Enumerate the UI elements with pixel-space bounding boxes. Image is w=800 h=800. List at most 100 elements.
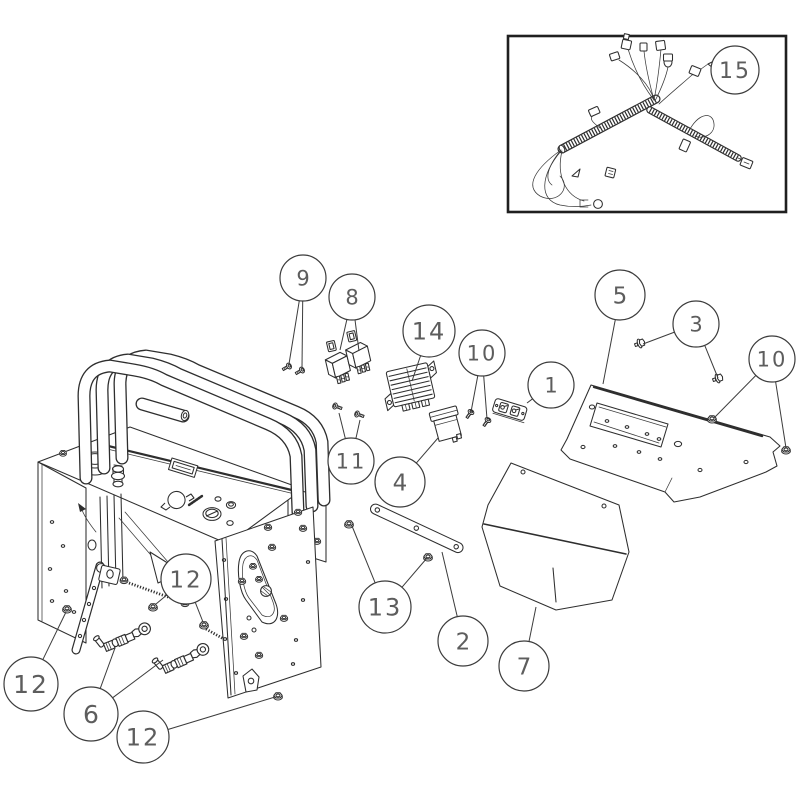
right-front-panel (214, 506, 322, 699)
part-connector (428, 405, 463, 443)
leader-line-c11 (338, 412, 346, 439)
callout-circle (3, 656, 59, 712)
callout-circle (498, 640, 550, 692)
callout-number: 11 (336, 450, 367, 474)
part-switch (492, 398, 528, 424)
leader-line-c13 (351, 525, 376, 584)
callout-number: 6 (83, 700, 99, 729)
callout-number: 12 (169, 567, 202, 593)
leader-line-c8 (354, 319, 360, 352)
callout-circle (328, 273, 376, 321)
callout-circle (710, 45, 760, 95)
leader-line-c2 (441, 551, 458, 617)
callout-c4: 4 (374, 456, 426, 508)
part-bolts-3 (632, 336, 725, 386)
callout-circle (327, 437, 375, 485)
callout-circle (116, 710, 170, 764)
ignition-switch (202, 507, 222, 521)
part-strip (370, 503, 464, 554)
leader-line-c5 (602, 319, 616, 385)
callout-number: 4 (393, 470, 408, 496)
leader-line-c4 (415, 437, 439, 464)
callout-number: 2 (456, 629, 471, 655)
callout-circle (672, 300, 720, 348)
leader-line-c11 (355, 419, 361, 439)
callout-circle (160, 553, 212, 605)
callout-number: 10 (757, 348, 788, 372)
callout-circle (279, 254, 327, 302)
callout-number: 9 (296, 267, 309, 291)
part-bracket (560, 384, 781, 503)
leader-line-c12c (167, 696, 276, 730)
leader-line-c6 (99, 647, 116, 689)
leader-line-c12a (155, 594, 168, 605)
leader-line-c10b (713, 375, 757, 419)
leader-line-c3 (642, 331, 675, 345)
leader-line-c10a (483, 375, 488, 420)
leader-line-c13 (401, 557, 428, 588)
part-screws-11 (331, 401, 366, 420)
callout-circle (527, 361, 575, 409)
leader-line-c14 (411, 355, 422, 382)
callout-c13: 13 (358, 580, 412, 634)
callout-circle (63, 686, 119, 742)
leader-line-c6 (112, 659, 164, 699)
part-regulator (384, 360, 437, 412)
left-panel (37, 461, 87, 644)
callout-c14: 14 (402, 304, 456, 358)
callout-number: 12 (13, 670, 49, 699)
callout-circle (374, 456, 426, 508)
callout-c10b: 10 (748, 335, 796, 383)
callout-circle (437, 615, 489, 667)
leader-line-c1 (526, 398, 533, 404)
data-plate (167, 457, 199, 478)
part-screws-10 (463, 407, 493, 429)
callout-c12c: 12 (116, 710, 170, 764)
leader-line-c12b (42, 611, 67, 660)
callout-c12b: 12 (3, 656, 59, 712)
leader-line-c7 (528, 606, 537, 642)
part-linkage-rods (91, 614, 212, 678)
leader-line-c3 (704, 345, 719, 379)
callout-number: 14 (412, 318, 447, 346)
callout-number: 10 (467, 342, 498, 366)
callout-number: 3 (689, 313, 702, 337)
callout-c11: 11 (327, 437, 375, 485)
main-assembly-part (37, 349, 331, 701)
leader-line-c10b (775, 381, 787, 449)
leader-line-c9 (301, 300, 304, 369)
callout-number: 8 (345, 286, 358, 310)
cable-clamp (160, 490, 204, 511)
callout-circle (748, 335, 796, 383)
callout-c12a: 12 (160, 553, 212, 605)
callout-c10a: 10 (458, 329, 506, 377)
callout-c15: 15 (710, 45, 760, 95)
leader-line-c9 (288, 300, 300, 365)
callout-c9: 9 (279, 254, 327, 302)
callout-c1: 1 (527, 361, 575, 409)
callout-c2: 2 (437, 615, 489, 667)
part-relays (324, 330, 372, 385)
callout-c8: 8 (328, 273, 376, 321)
callout-number: 1 (544, 374, 557, 398)
callout-number: 15 (719, 59, 751, 84)
callout-circle (458, 329, 506, 377)
callout-c6: 6 (63, 686, 119, 742)
handle-loops (77, 349, 331, 519)
leader-line-c8 (339, 319, 348, 351)
callout-number: 12 (126, 724, 161, 752)
wiring-harness-part (532, 33, 754, 209)
callout-circle (358, 580, 412, 634)
part-cover-panel (481, 462, 630, 611)
callout-c7: 7 (498, 640, 550, 692)
callout-c5: 5 (594, 269, 646, 321)
callout-number: 7 (517, 654, 532, 680)
leader-line-c12a (194, 602, 204, 623)
callout-number: 13 (368, 594, 403, 622)
callout-circle (594, 269, 646, 321)
callout-c3: 3 (672, 300, 720, 348)
fuel-valve (110, 464, 126, 488)
